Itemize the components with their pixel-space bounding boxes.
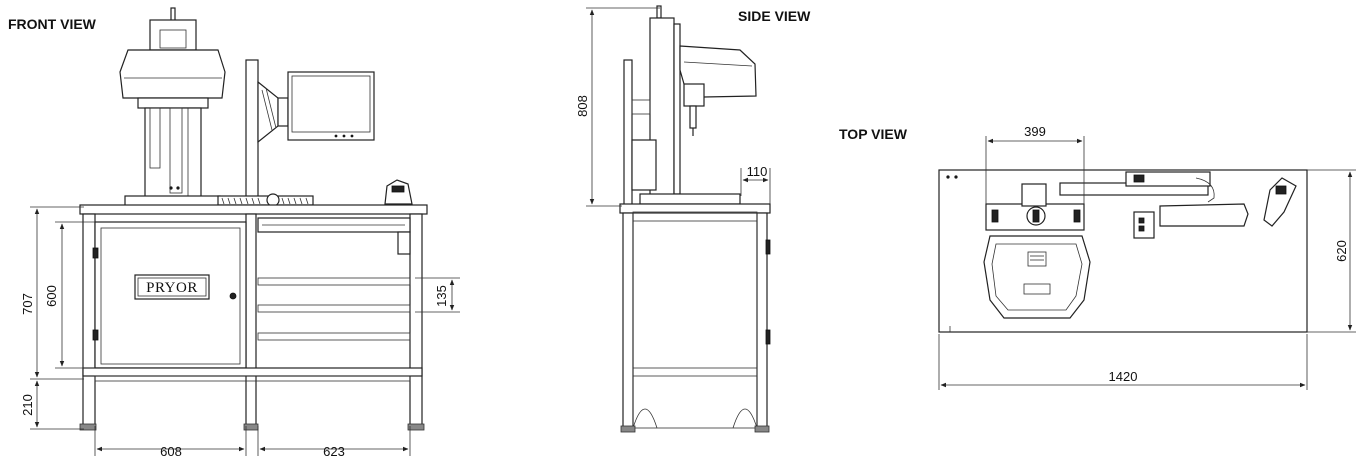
- dim-808: 808: [575, 95, 590, 117]
- monitor-assembly: [245, 59, 375, 209]
- dim-707: 707: [20, 293, 35, 315]
- dim-620: 620: [1334, 240, 1349, 262]
- dim-623: 623: [323, 444, 345, 459]
- dim-110: 110: [747, 164, 768, 179]
- dim-1420: 1420: [1109, 369, 1138, 384]
- front-view: FRONT VIEW: [8, 7, 460, 459]
- front-table-top: [79, 204, 428, 215]
- front-dimensions: [30, 206, 460, 456]
- dim-135: 135: [434, 285, 449, 307]
- top-view-title: TOP VIEW: [839, 126, 908, 142]
- marking-head: [119, 7, 226, 207]
- side-view: SIDE VIEW 808: [575, 5, 811, 433]
- dim-210: 210: [20, 394, 35, 416]
- rotary-fixture: [217, 195, 314, 206]
- dim-600: 600: [44, 285, 59, 307]
- side-view-title: SIDE VIEW: [738, 8, 811, 24]
- brand-label: PRYOR: [146, 280, 198, 296]
- dim-399: 399: [1024, 124, 1046, 139]
- top-view: TOP VIEW: [839, 124, 1356, 390]
- dim-608: 608: [160, 444, 182, 459]
- front-view-title: FRONT VIEW: [8, 16, 97, 32]
